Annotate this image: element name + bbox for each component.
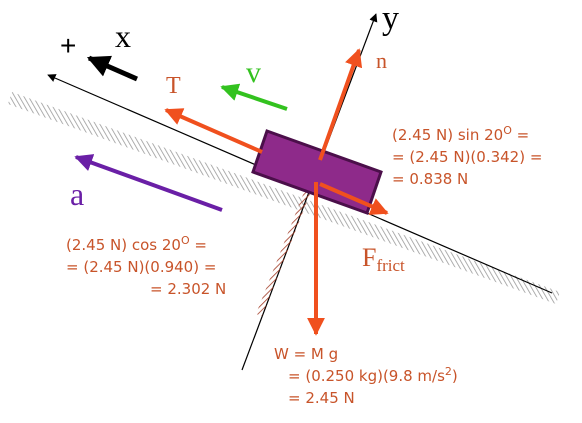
perpendicular-equation-line-2: = (2.45 N)(0.940) = xyxy=(66,258,217,276)
parallel-component-equation: (2.45 N) sin 20O = = (2.45 N)(0.342) = =… xyxy=(392,124,542,190)
x-positive-sign: + xyxy=(60,30,77,61)
parallel-equation-tail: = xyxy=(511,126,530,144)
normal-arrow xyxy=(318,48,363,161)
perpendicular-equation-tail: = xyxy=(189,236,207,254)
parallel-equation-line-1: (2.45 N) sin 20O = xyxy=(392,124,542,146)
x-direction-arrow xyxy=(86,55,139,82)
parallel-equation-line-3: = 0.838 N xyxy=(392,170,469,188)
degree-mark: O xyxy=(180,234,190,247)
velocity-arrow xyxy=(220,83,288,111)
weight-equation-text: = (0.250 kg)(9.8 m/s xyxy=(288,367,445,385)
friction-label: Ffrict xyxy=(362,243,405,275)
exponent: 2 xyxy=(444,365,452,378)
weight-equation-line-1: W = M g xyxy=(274,345,339,363)
acceleration-label: a xyxy=(70,176,85,212)
parallel-equation-text: (2.45 N) sin 20 xyxy=(392,126,504,144)
perpendicular-equation-line-3: = 2.302 N xyxy=(150,280,227,298)
tension-arrow xyxy=(164,108,263,154)
perpendicular-component-equation: (2.45 N) cos 20O = = (2.45 N)(0.940) = =… xyxy=(66,234,226,300)
parallel-equation-line-2: = (2.45 N)(0.342) = xyxy=(392,148,543,166)
velocity-label: v xyxy=(246,56,261,89)
friction-arrow xyxy=(319,182,389,215)
y-axis-label: y xyxy=(382,0,399,37)
degree-mark: O xyxy=(503,124,512,137)
weight-equation-line-2: = (0.250 kg)(9.8 m/s2) xyxy=(274,365,458,387)
weight-perpendicular-component xyxy=(256,182,314,316)
friction-label-main: F xyxy=(362,243,377,272)
weight-equation: W = M g = (0.250 kg)(9.8 m/s2) = 2.45 N xyxy=(274,343,458,409)
perpendicular-equation-line-1: (2.45 N) cos 20O = xyxy=(66,234,226,256)
weight-equation-line-3: = 2.45 N xyxy=(288,389,355,407)
normal-label: n xyxy=(376,48,387,73)
incline-surface xyxy=(8,92,560,304)
perpendicular-equation-text: (2.45 N) cos 20 xyxy=(66,236,181,254)
friction-label-subscript: frict xyxy=(376,256,405,275)
tension-label: T xyxy=(166,73,181,99)
acceleration-arrow xyxy=(74,154,223,212)
block xyxy=(251,129,383,215)
weight-equation-tail: ) xyxy=(451,367,458,385)
x-axis-label: x xyxy=(115,18,131,54)
